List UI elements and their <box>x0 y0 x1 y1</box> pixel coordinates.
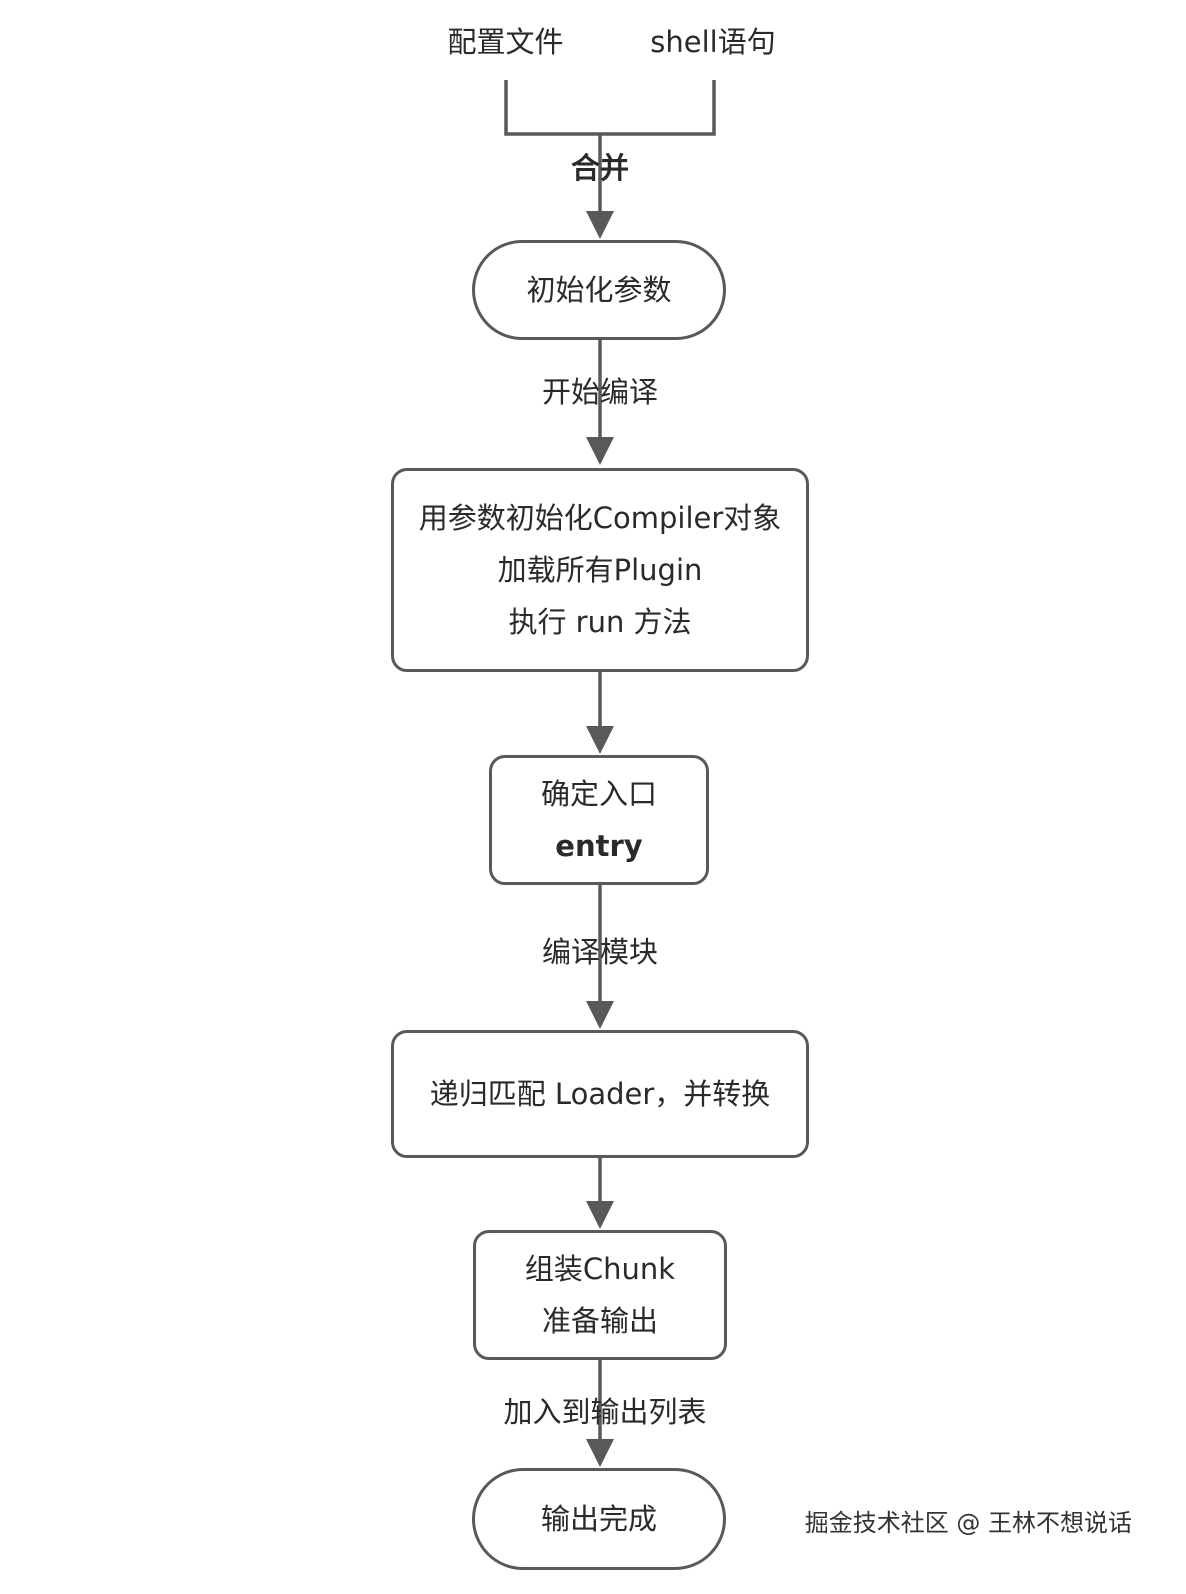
watermark: 掘金技术社区 @ 王林不想说话 <box>804 1509 1132 1537</box>
node-compiler-line3: 执行 run 方法 <box>508 605 692 639</box>
node-output-done-text: 输出完成 <box>540 1502 657 1536</box>
node-compiler-line1: 用参数初始化Compiler对象 <box>418 501 782 535</box>
edge-label-start-compile: 开始编译 <box>541 375 658 409</box>
node-output-done: 输出完成 <box>472 1468 726 1570</box>
edge-label-add-to-output: 加入到输出列表 <box>503 1395 707 1429</box>
node-chunk-line1: 组装Chunk <box>524 1252 676 1286</box>
node-init-params: 初始化参数 <box>472 240 726 340</box>
merge-bracket <box>504 80 716 136</box>
node-init-params-text: 初始化参数 <box>526 273 672 307</box>
source-config-file: 配置文件 <box>447 25 564 59</box>
node-loader-text: 递归匹配 Loader，并转换 <box>429 1077 771 1111</box>
node-compiler-init: 用参数初始化Compiler对象 加载所有Plugin 执行 run 方法 <box>391 468 809 672</box>
node-chunk: 组装Chunk 准备输出 <box>473 1230 727 1360</box>
edge-label-merge: 合并 <box>570 151 629 185</box>
node-entry-line1: 确定入口 <box>540 777 657 811</box>
node-entry-line2: entry <box>555 829 643 863</box>
source-shell-command: shell语句 <box>650 25 776 59</box>
node-chunk-line2: 准备输出 <box>541 1304 658 1338</box>
node-compiler-line2: 加载所有Plugin <box>497 553 703 587</box>
node-loader: 递归匹配 Loader，并转换 <box>391 1030 809 1158</box>
node-entry: 确定入口 entry <box>489 755 709 885</box>
edge-label-compile-modules: 编译模块 <box>541 935 658 969</box>
